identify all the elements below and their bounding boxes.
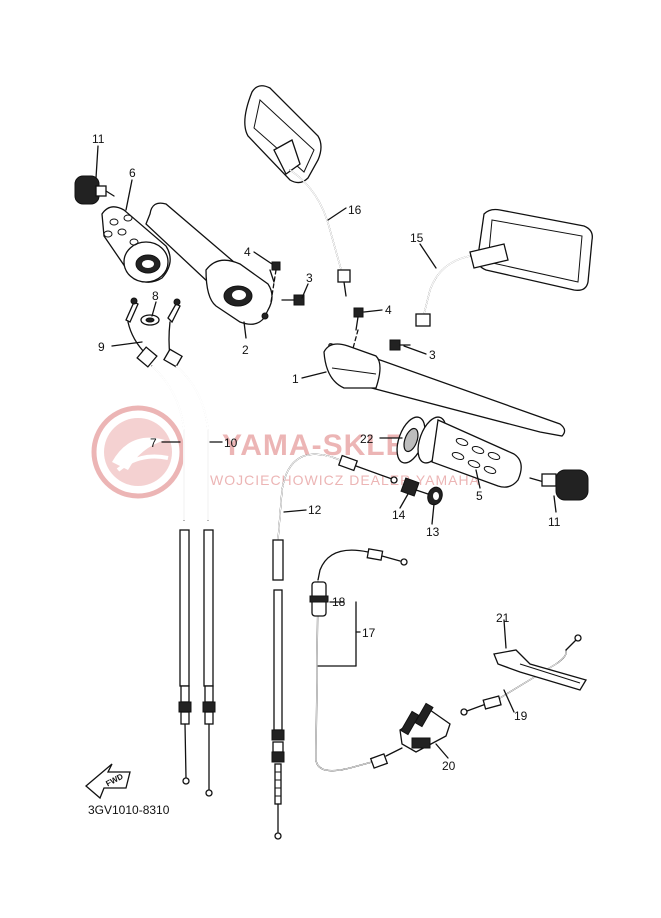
label-12: 12 <box>308 503 322 517</box>
part-11-bar-end-left <box>74 175 115 205</box>
part-10-throttle-cable <box>163 348 216 797</box>
label-8: 8 <box>152 289 159 303</box>
label-21: 21 <box>496 611 510 625</box>
label-7: 7 <box>150 436 157 450</box>
label-1: 1 <box>292 372 299 386</box>
label-6: 6 <box>129 166 136 180</box>
part-4-screw-upper <box>269 261 281 303</box>
part-1-handlebar-right <box>323 343 566 437</box>
part-8-cable-guide <box>140 314 160 326</box>
part-5-grip-right <box>417 416 522 488</box>
part-15-mirror-right <box>415 208 593 327</box>
diagram-code: 3GV1010-8310 <box>88 803 170 817</box>
label-3-upper: 3 <box>306 271 313 285</box>
label-10: 10 <box>224 436 238 450</box>
part-11-bar-end-right <box>529 469 589 501</box>
label-18: 18 <box>332 595 346 609</box>
part-3-screw-upper <box>281 294 305 306</box>
label-15: 15 <box>410 231 424 245</box>
label-4-right: 4 <box>385 303 392 317</box>
label-5: 5 <box>476 489 483 503</box>
label-3-right: 3 <box>429 348 436 362</box>
part-18-cable-sleeve <box>309 581 329 617</box>
part-12-clutch-cable <box>271 453 398 840</box>
part-3-screw-right <box>389 339 411 351</box>
part-19-cable <box>460 634 582 716</box>
part-13-locknut <box>427 486 443 506</box>
bracket-17-18 <box>317 601 361 667</box>
leader-lines <box>95 145 557 759</box>
part-17-choke-cable <box>315 548 408 772</box>
watermark: YAMA-SKLEP.PL WOJCIECHOWICZ DEALER YAMAH… <box>91 405 480 499</box>
label-9: 9 <box>98 340 105 354</box>
label-11-left: 11 <box>92 132 105 146</box>
part-4-screw-right <box>351 307 364 353</box>
part-21-cable-tie <box>493 619 587 691</box>
label-22: 22 <box>360 432 374 446</box>
part-7-throttle-cable <box>136 346 192 785</box>
watermark-logo <box>91 405 185 499</box>
label-19: 19 <box>514 709 528 723</box>
label-14: 14 <box>392 508 406 522</box>
label-16: 16 <box>348 203 362 217</box>
label-13: 13 <box>426 525 440 539</box>
part-2-handlebar-left <box>145 202 273 325</box>
label-4-upper: 4 <box>244 245 251 259</box>
part-16-mirror-left <box>244 85 351 297</box>
part-9-cable-fittings <box>125 297 181 357</box>
label-20: 20 <box>442 759 456 773</box>
fwd-arrow-icon: FWD <box>84 763 131 800</box>
label-11-right: 11 <box>548 515 561 529</box>
watermark-subtitle: WOJCIECHOWICZ DEALER YAMAHA <box>210 472 480 488</box>
label-17: 17 <box>362 626 376 640</box>
part-20-choke-lever <box>399 702 451 753</box>
callout-labels: 11 6 4 3 8 9 2 16 15 4 3 1 7 10 22 5 11 … <box>92 132 561 773</box>
part-6-throttle-grip <box>101 206 171 283</box>
label-2: 2 <box>242 343 249 357</box>
